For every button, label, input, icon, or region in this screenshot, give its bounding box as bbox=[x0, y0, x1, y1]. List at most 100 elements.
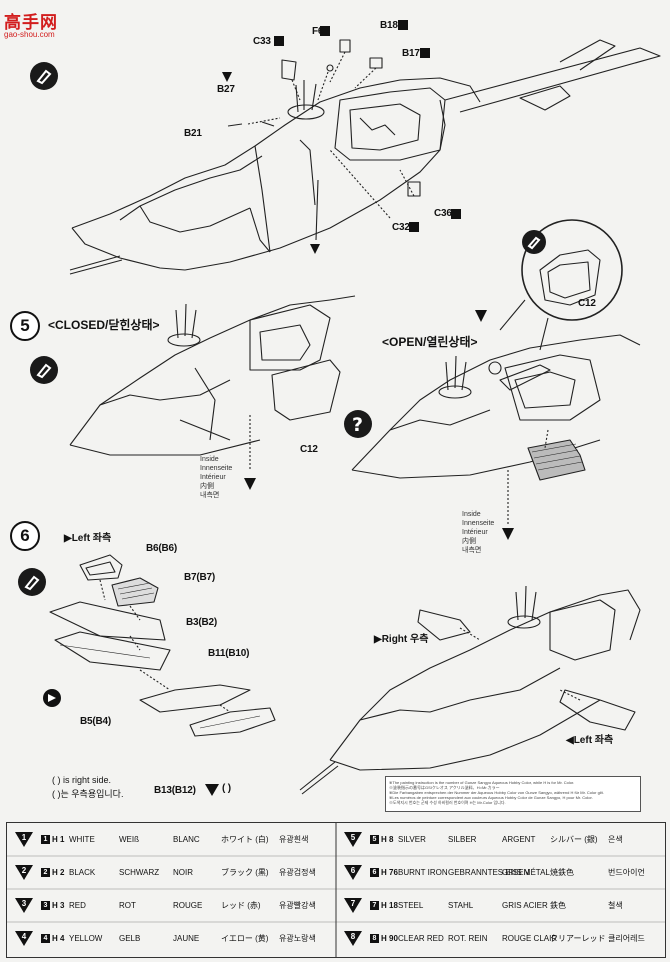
color-name-de: SCHWARZ bbox=[119, 868, 160, 877]
part-label-b3: B3(B2) bbox=[186, 617, 218, 628]
step-number-6: 6 bbox=[10, 521, 40, 551]
color-name-fr: JAUNE bbox=[173, 934, 200, 943]
part-label-b27: B27 bbox=[217, 84, 235, 95]
color-name-jp: シルバー (銀) bbox=[550, 835, 598, 844]
part-label-b11: B11(B10) bbox=[208, 648, 250, 659]
color-code-text: H 90 bbox=[381, 934, 398, 943]
color-name-de: WEIß bbox=[119, 835, 139, 844]
color-number-box: 2 bbox=[41, 868, 50, 878]
color-number: 7 bbox=[350, 899, 356, 908]
part-label-c36: C36 bbox=[434, 208, 452, 219]
part-label-c33: C33 bbox=[253, 36, 271, 47]
paint-triangle-icon bbox=[15, 865, 33, 880]
color-code-text: H 3 bbox=[52, 901, 65, 910]
color-name-kr: 유광노랑색 bbox=[279, 934, 316, 943]
part-label-b17: B17 bbox=[402, 48, 420, 59]
cement-icon bbox=[522, 230, 546, 254]
color-name-en: BURNT IRON bbox=[398, 868, 448, 877]
paint-triangle-icon bbox=[344, 865, 362, 880]
helicopter-open-drawing bbox=[351, 219, 641, 525]
part-label-b7: B7(B7) bbox=[184, 572, 216, 583]
color-name-kr: 번드아이언 bbox=[608, 868, 645, 877]
assembly-diagram bbox=[43, 20, 661, 796]
color-name-fr: ROUGE CLAIR bbox=[502, 934, 558, 943]
color-code-text: H 2 bbox=[52, 868, 65, 877]
color-name-kr: 은색 bbox=[608, 835, 623, 844]
color-number: 3 bbox=[21, 899, 27, 908]
part-label-f6: F6 bbox=[312, 26, 324, 37]
part-label-c32: C32 bbox=[392, 222, 410, 233]
color-name-jp: クリアーレッド bbox=[550, 934, 606, 943]
color-name-de: SILBER bbox=[448, 835, 477, 844]
color-name-fr: GRIS MÉTAL bbox=[502, 868, 550, 877]
color-name-jp: ホワイト (白) bbox=[221, 835, 269, 844]
color-name-fr: NOIR bbox=[173, 868, 193, 877]
choice-icon: ? bbox=[344, 410, 372, 438]
color-number: 4 bbox=[21, 932, 27, 941]
part-label-c12-inset: C12 bbox=[578, 298, 596, 309]
color-name-jp: ブラック (黒) bbox=[221, 868, 269, 877]
paint-triangle-icon bbox=[15, 832, 33, 847]
color-code-text: H 1 bbox=[52, 835, 65, 844]
helicopter-closed-drawing bbox=[69, 295, 356, 470]
color-number-box: 1 bbox=[41, 835, 50, 845]
color-name-kr: 철색 bbox=[608, 901, 623, 910]
color-number-box: 5 bbox=[370, 835, 379, 845]
helicopter-assembled-drawing bbox=[299, 585, 641, 795]
open-title: <OPEN/열린상태> bbox=[382, 335, 478, 349]
color-name-de: GELB bbox=[119, 934, 141, 943]
color-name-fr: ROUGE bbox=[173, 901, 203, 910]
closed-title: <CLOSED/닫힌상태> bbox=[48, 318, 160, 332]
part-label-b21: B21 bbox=[184, 128, 202, 139]
color-name-fr: BLANC bbox=[173, 835, 200, 844]
color-name-en: RED bbox=[69, 901, 86, 910]
paint-triangle-icon bbox=[344, 931, 362, 946]
watermark-title: 高手网 bbox=[4, 13, 58, 32]
color-name-de: ROT bbox=[119, 901, 136, 910]
right-side-label: ▶Right 우측 bbox=[374, 634, 429, 645]
part-label-b6: B6(B6) bbox=[146, 543, 178, 554]
color-name-kr: 클리어레드 bbox=[608, 934, 645, 943]
color-name-kr: 유광흰색 bbox=[279, 835, 309, 844]
left-side-label: ▶Left 좌측 bbox=[64, 533, 112, 544]
paint-triangle-icon bbox=[344, 898, 362, 913]
paint-ref-label: ( ) bbox=[222, 783, 231, 794]
paint-legend-note: ※The painting instruction is the number … bbox=[385, 776, 641, 812]
color-name-de: STAHL bbox=[448, 901, 474, 910]
color-name-fr: GRIS ACIER bbox=[502, 901, 548, 910]
paint-triangle-icon bbox=[15, 898, 33, 913]
color-number: 8 bbox=[350, 932, 356, 941]
color-name-en: YELLOW bbox=[69, 934, 103, 943]
color-name-kr: 유광검정색 bbox=[279, 868, 316, 877]
color-name-kr: 유광빨강색 bbox=[279, 901, 316, 910]
color-name-jp: イエロー (黄) bbox=[221, 934, 269, 943]
color-name-jp: レッド (赤) bbox=[221, 901, 261, 910]
stub-wing-parts-drawing bbox=[49, 554, 276, 737]
bracket-note-kr: ( )는 우측용입니다. bbox=[52, 789, 124, 799]
cement-icon bbox=[18, 568, 46, 596]
color-number-box: 6 bbox=[370, 868, 379, 878]
svg-text:?: ? bbox=[352, 414, 363, 436]
color-name-en: STEEL bbox=[398, 901, 424, 910]
helicopter-top-drawing bbox=[69, 39, 661, 275]
paint-triangle-icon bbox=[344, 832, 362, 847]
watermark-url: gao-shou.com bbox=[4, 30, 55, 39]
color-table-grid bbox=[7, 823, 665, 957]
color-number-box: 7 bbox=[370, 901, 379, 911]
color-name-fr: ARGENT bbox=[502, 835, 536, 844]
color-name-jp: 焼鉄色 bbox=[550, 868, 574, 877]
